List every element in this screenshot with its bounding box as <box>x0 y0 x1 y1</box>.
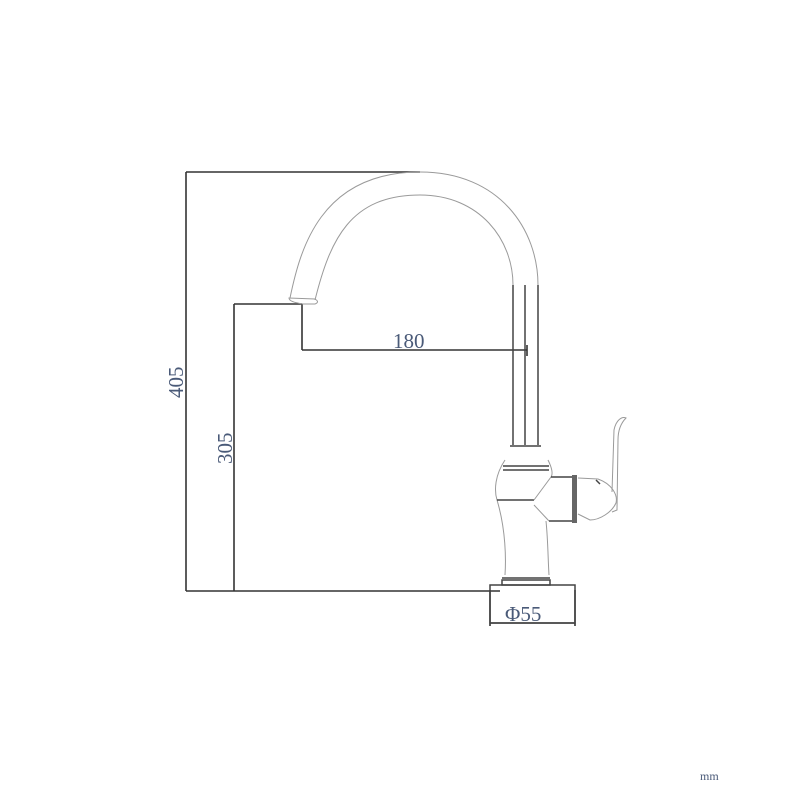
dimension-180 <box>301 304 528 356</box>
label-180: 180 <box>393 329 425 353</box>
dimension-405 <box>185 171 500 592</box>
units-label: mm <box>700 769 719 783</box>
faucet-spout <box>288 171 541 447</box>
faucet-body <box>489 417 627 624</box>
label-diameter-55: Φ55 <box>505 602 541 626</box>
label-405: 405 <box>164 367 188 399</box>
label-305: 305 <box>213 433 237 465</box>
dimension-305 <box>233 303 302 591</box>
